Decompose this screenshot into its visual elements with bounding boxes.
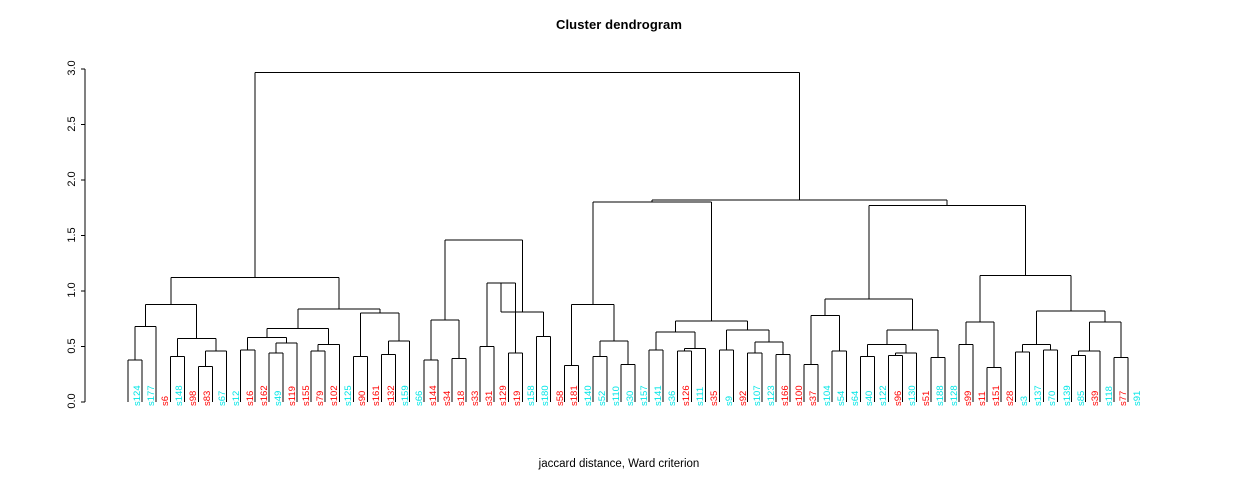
leaf-label[interactable]: s159 — [399, 385, 411, 406]
leaf-label[interactable]: s33 — [470, 390, 482, 406]
leaf-label[interactable]: s155 — [301, 385, 312, 406]
leaf-label[interactable]: s79 — [315, 390, 327, 406]
leaf-label[interactable]: s40 — [864, 390, 876, 406]
leaf-label[interactable]: s92 — [737, 390, 749, 406]
leaf-label[interactable]: s126 — [681, 385, 693, 406]
leaf-label[interactable]: s132 — [385, 385, 397, 406]
leaf-label[interactable]: s66 — [413, 390, 425, 406]
leaf-label[interactable]: s52 — [596, 390, 608, 406]
leaf-label[interactable]: s90 — [357, 390, 369, 406]
dendrogram-tree — [127, 71, 1129, 402]
leaf-label[interactable]: s151 — [991, 385, 1003, 406]
leaf-label[interactable]: s157 — [639, 385, 651, 406]
leaf-label[interactable]: s77 — [1117, 390, 1129, 406]
leaf-label[interactable]: s144 — [427, 385, 439, 406]
leaf-label[interactable]: s12 — [230, 390, 242, 406]
leaf-label[interactable]: s162 — [258, 385, 270, 406]
leaf-label[interactable]: s19 — [512, 390, 524, 406]
leaf-label[interactable]: s139 — [1061, 385, 1073, 406]
leaf-label[interactable]: s129 — [498, 385, 510, 406]
leaf-label[interactable]: s28 — [1005, 390, 1017, 406]
y-axis-tick-label: 2.5 — [66, 115, 78, 132]
leaf-label[interactable]: s35 — [709, 390, 721, 406]
leaf-label[interactable]: s36 — [667, 390, 679, 406]
leaf-label[interactable]: s30 — [624, 390, 636, 406]
leaf-label[interactable]: s111 — [695, 386, 707, 406]
y-axis-tick-label: 2.0 — [66, 171, 78, 187]
leaf-label[interactable]: s188 — [934, 385, 946, 406]
leaf-label[interactable]: s124 — [132, 385, 143, 406]
leaf-label[interactable]: s161 — [371, 385, 383, 406]
leaf-label[interactable]: s34 — [441, 390, 453, 406]
leaf-label[interactable]: s180 — [540, 385, 552, 406]
leaf-label[interactable]: s83 — [202, 390, 214, 406]
y-axis-tick-label: 0.5 — [66, 337, 78, 354]
leaf-label[interactable]: s166 — [779, 385, 791, 406]
leaf-label[interactable]: s140 — [582, 385, 594, 406]
leaf-label[interactable]: s123 — [765, 385, 777, 406]
x-axis-caption: jaccard distance, Ward criterion — [538, 458, 700, 470]
leaf-label[interactable]: s130 — [906, 385, 918, 406]
leaf-label[interactable]: s107 — [751, 385, 763, 406]
leaf-label[interactable]: s110 — [610, 386, 622, 406]
leaf-label[interactable]: s64 — [850, 390, 862, 406]
leaf-label[interactable]: s119 — [286, 386, 298, 406]
leaf-label[interactable]: s104 — [822, 385, 834, 406]
leaf-label[interactable]: s11 — [977, 391, 989, 406]
leaf-label[interactable]: s37 — [808, 390, 820, 406]
leaf-label[interactable]: s91 — [1132, 390, 1143, 406]
leaf-label[interactable]: s177 — [146, 385, 158, 406]
leaf-label[interactable]: s3 — [1019, 395, 1031, 406]
leaf-label[interactable]: s102 — [329, 385, 341, 406]
leaf-label[interactable]: s118 — [1103, 386, 1115, 406]
leaf-label[interactable]: s125 — [343, 385, 355, 406]
leaf-label[interactable]: s99 — [962, 390, 974, 406]
leaf-label[interactable]: s158 — [526, 385, 538, 406]
y-axis — [81, 68, 86, 403]
leaf-label[interactable]: s70 — [1047, 390, 1059, 406]
leaf-label[interactable]: s141 — [653, 385, 665, 406]
leaf-label[interactable]: s100 — [793, 385, 805, 406]
leaf-label[interactable]: s39 — [1089, 390, 1101, 406]
y-axis-tick-label: 0.0 — [66, 393, 78, 409]
leaf-label[interactable]: s181 — [568, 385, 580, 406]
leaf-label[interactable]: s49 — [272, 390, 284, 406]
leaf-label[interactable]: s148 — [174, 385, 186, 406]
leaf-label[interactable]: s31 — [484, 390, 496, 406]
leaf-label[interactable]: s67 — [216, 390, 228, 406]
leaf-label[interactable]: s58 — [554, 390, 566, 406]
leaf-label[interactable]: s16 — [244, 390, 256, 406]
y-axis-tick-label: 1.5 — [66, 226, 78, 243]
y-axis-tick-label: 3.0 — [66, 60, 78, 76]
leaf-label[interactable]: s51 — [920, 390, 932, 406]
page-title: Cluster dendrogram — [555, 17, 683, 32]
leaf-label[interactable]: s98 — [188, 390, 200, 406]
y-axis-tick-label: 1.0 — [66, 282, 78, 298]
leaf-label[interactable]: s137 — [1033, 385, 1045, 406]
leaf-label[interactable]: s54 — [836, 390, 848, 406]
leaf-label[interactable]: s18 — [455, 390, 467, 406]
leaf-label[interactable]: s128 — [948, 385, 960, 406]
leaf-label[interactable]: s9 — [723, 395, 735, 406]
leaf-label[interactable]: s85 — [1075, 390, 1087, 406]
leaf-label[interactable]: s122 — [878, 385, 890, 406]
leaf-label[interactable]: s96 — [892, 390, 904, 406]
leaf-label[interactable]: s6 — [160, 395, 172, 406]
